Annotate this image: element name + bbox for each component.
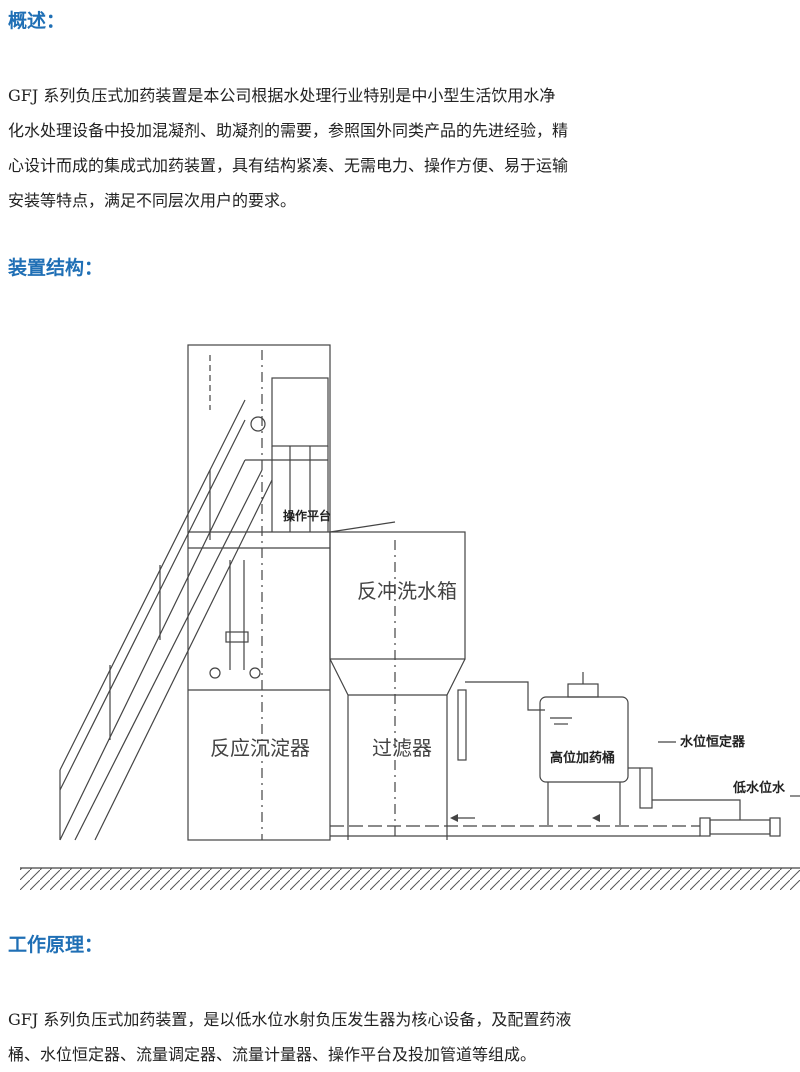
structure-heading: 装置结构：: [8, 257, 104, 279]
principle-line-1: GFJ 系列负压式加药装置，是以低水位水射负压发生器为核心设备，及配置药液: [8, 1010, 572, 1029]
dosing-pipeline: [330, 814, 700, 837]
low-level-ejector: [699, 795, 800, 837]
staircase: [59, 399, 273, 841]
label-level-stabilizer: 水位恒定器: [680, 734, 746, 750]
overview-line-4: 安装等特点，满足不同层次用户的要求。: [8, 191, 297, 210]
overview-line-2: 化水处理设备中投加混凝剂、助凝剂的需要，参照国外同类产品的先进经验，精: [8, 121, 569, 140]
equipment-structure-diagram: 操作平台 反冲洗水箱 反应沉淀器 过滤器 高位加药桶 水位恒定器 低水位水: [20, 344, 800, 890]
high-level-dosing-tank: [539, 672, 629, 825]
principle-heading: 工作原理：: [8, 934, 104, 956]
label-backwash-tank: 反冲洗水箱: [357, 579, 457, 603]
water-level-stabilizer: [628, 741, 741, 820]
filter-unit: [348, 681, 545, 761]
overview-line-1: GFJ 系列负压式加药装置是本公司根据水处理行业特别是中小型生活饮用水净: [8, 86, 556, 105]
overview-line-3: 心设计而成的集成式加药装置，具有结构紧凑、无需电力、操作方便、易于运输: [8, 156, 569, 175]
overview-heading: 概述：: [8, 10, 66, 32]
operation-platform: [245, 377, 329, 532]
ground-hatch: [20, 867, 800, 890]
backwash-tank: [329, 521, 466, 840]
label-low-level: 低水位水: [732, 780, 786, 796]
principle-line-2: 桶、水位恒定器、流量调定器、流量计量器、操作平台及投加管道等组成。: [8, 1045, 537, 1064]
label-reaction-sedimentation: 反应沉淀器: [210, 736, 310, 760]
principle-paragraph: GFJ 系列负压式加药装置，是以低水位水射负压发生器为核心设备，及配置药液 桶、…: [8, 1002, 668, 1072]
label-dosing-tank: 高位加药桶: [550, 750, 615, 766]
reaction-sedimentation-tower: [187, 344, 331, 841]
label-operation-platform: 操作平台: [283, 508, 331, 523]
label-filter: 过滤器: [372, 736, 432, 760]
overview-paragraph: GFJ 系列负压式加药装置是本公司根据水处理行业特别是中小型生活饮用水净 化水处…: [8, 78, 668, 218]
